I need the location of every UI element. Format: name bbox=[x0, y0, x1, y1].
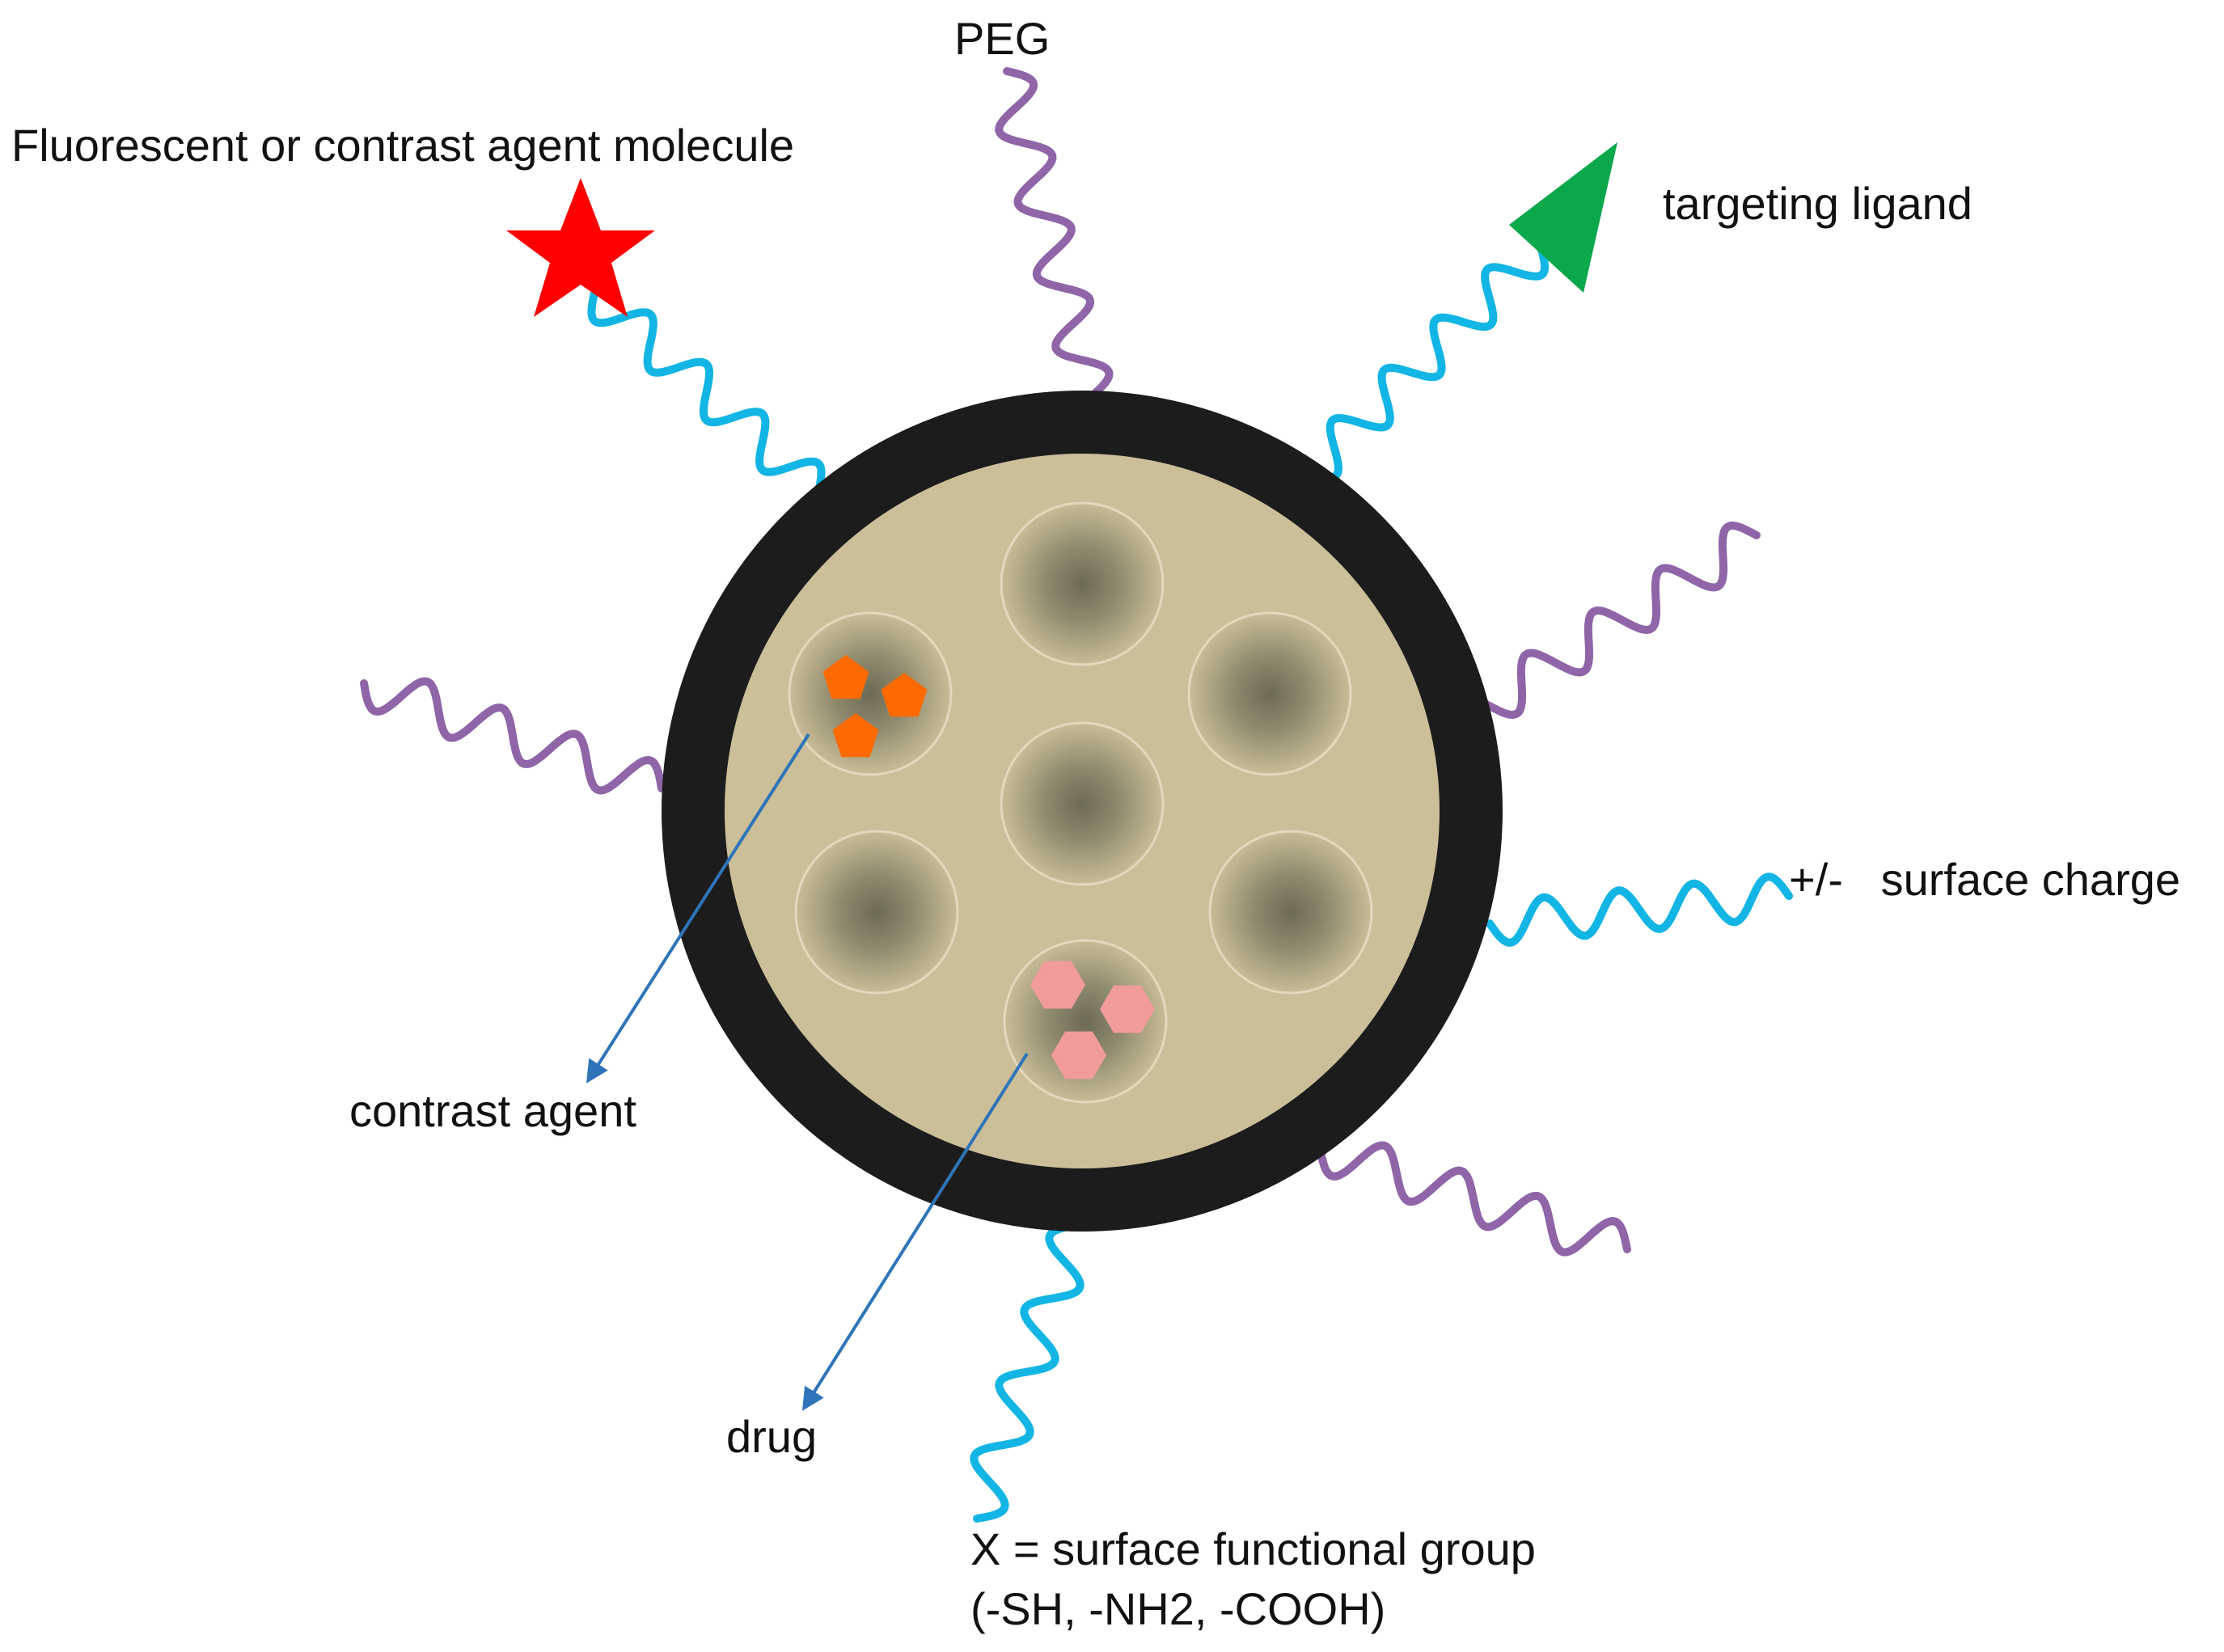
star-icon bbox=[506, 178, 655, 317]
hexagon-icon bbox=[1100, 985, 1155, 1033]
linker-chain-bottom bbox=[970, 1221, 1085, 1523]
peg-chain-left bbox=[360, 677, 666, 795]
contrast-agent-arrow bbox=[586, 733, 810, 1084]
peg-chain-bottom-right bbox=[1316, 1141, 1631, 1257]
label-fluorescent-molecule: Fluorescent or contrast agent molecule bbox=[11, 120, 795, 171]
pentagon-icon bbox=[832, 713, 879, 758]
pore-5 bbox=[794, 830, 959, 995]
pore-1 bbox=[1000, 501, 1165, 666]
label-functional-group-examples: (-SH, -NH2, -COOH) bbox=[970, 1583, 1386, 1634]
pentagon-icon bbox=[822, 655, 869, 699]
label-functional-group: X = surface functional group bbox=[970, 1523, 1536, 1574]
label-targeting-ligand: targeting ligand bbox=[1663, 178, 1972, 229]
pore-2 bbox=[788, 611, 953, 776]
label-surface-charge: +/- surface charge bbox=[1789, 854, 2181, 905]
peg-chain-right bbox=[1484, 521, 1761, 720]
hexagon-icon bbox=[1051, 1031, 1106, 1080]
peg-chain-top bbox=[995, 67, 1114, 400]
label-drug: drug bbox=[726, 1411, 818, 1462]
linker-chain-charge bbox=[1486, 872, 1793, 947]
label-peg: PEG bbox=[954, 13, 1051, 64]
linker-chain-ligand bbox=[1304, 243, 1550, 482]
pore-4 bbox=[1000, 721, 1165, 886]
linker-chain-star bbox=[587, 289, 826, 496]
drug-arrow bbox=[802, 1052, 1029, 1411]
pore-3 bbox=[1187, 611, 1352, 776]
triangle-icon bbox=[1509, 142, 1617, 293]
label-contrast-agent: contrast agent bbox=[349, 1085, 636, 1136]
pentagon-icon bbox=[881, 673, 928, 717]
hexagon-icon bbox=[1030, 961, 1085, 1009]
pore-6 bbox=[1208, 830, 1373, 995]
